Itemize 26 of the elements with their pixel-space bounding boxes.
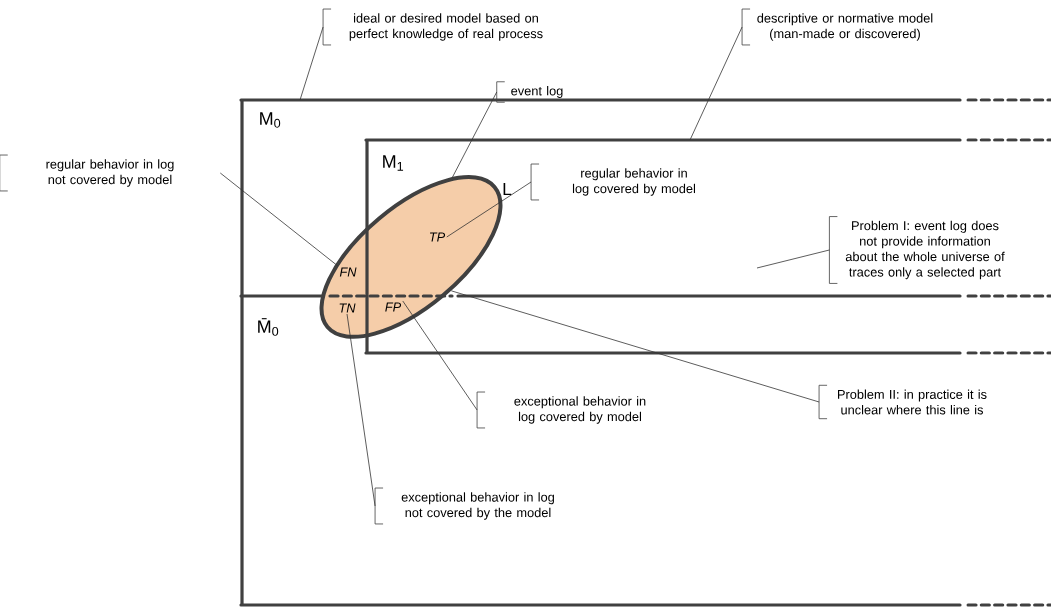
leader-line <box>689 26 743 141</box>
callout: descriptive or normative model (man-made or discovered) <box>741 8 933 46</box>
ellipse-label: L <box>503 183 512 195</box>
leader-line <box>756 249 830 269</box>
region-label: FN <box>339 267 357 277</box>
callout: Problem II: in practice it is unclear where this line is <box>818 384 987 420</box>
model-label: M̄$_{0}$ <box>258 318 279 336</box>
region-label: TP <box>430 232 446 242</box>
model-label: M$_{1}$ <box>383 155 404 171</box>
region-label: FP <box>385 302 402 312</box>
leader-line <box>450 290 820 403</box>
callout: ideal or desired model based on perfect knowledge of real process <box>322 8 543 46</box>
leader-line <box>346 313 376 507</box>
leader-line <box>219 172 339 267</box>
callout: exceptional behavior in log covered by model <box>476 391 646 429</box>
model-label: M$_{0}$ <box>260 112 281 128</box>
leader-line <box>402 300 478 411</box>
callout: Problem I: event log does not provide information about the whole universe of traces only a selected part <box>829 216 1005 284</box>
leader-line <box>299 26 324 101</box>
callout: event log <box>496 81 563 103</box>
callout: regular behavior in log not covered by model <box>0 154 174 192</box>
callout: exceptional behavior in log not covered by the model <box>374 487 554 525</box>
leader-line <box>452 91 498 178</box>
leader-line <box>446 181 532 238</box>
region-label: TN <box>339 303 356 313</box>
callout: regular behavior in log covered by model <box>530 163 695 201</box>
